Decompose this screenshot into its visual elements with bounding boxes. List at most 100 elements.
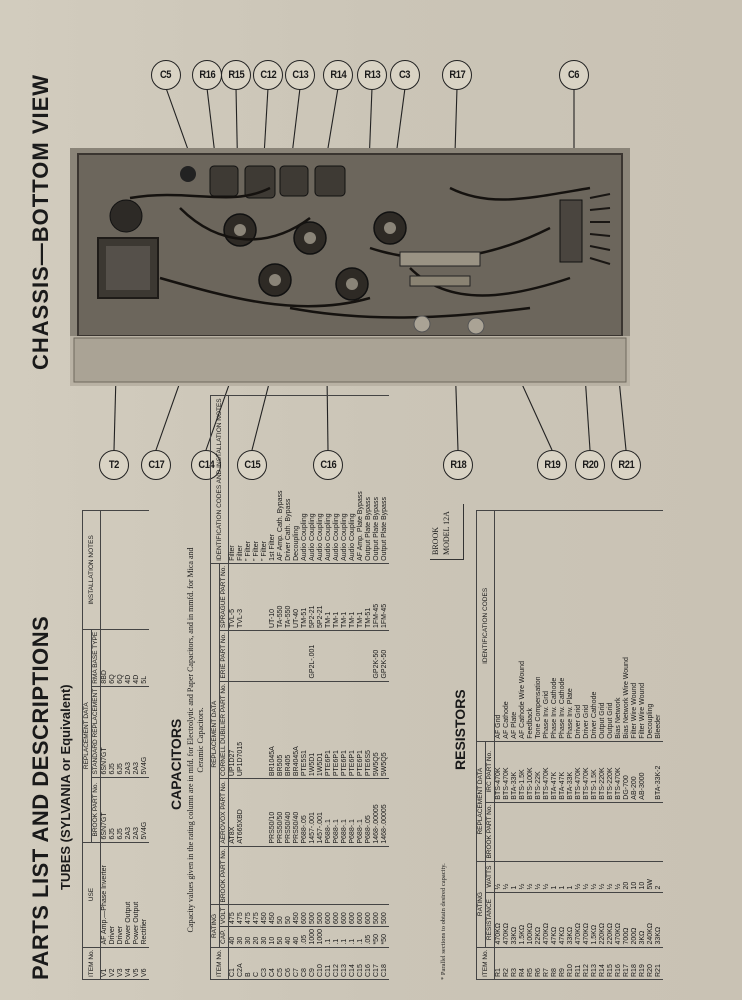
resistors-cell-res: 470KΩ: [575, 892, 583, 948]
res-header-codes: IDENTIFICATION CODES: [476, 510, 495, 742]
capacitors-cell-brook: [333, 846, 341, 905]
capacitors-cell-aerovox: P688-.1: [357, 778, 365, 847]
capacitors-cell-code: AF Amp. Cath. Bypass: [277, 395, 285, 564]
resistors-cell-code: Driver Grid: [575, 510, 583, 742]
tubes-table: ITEM No. USE REPLACEMENT DATA INSTALLATI…: [82, 510, 149, 980]
resistors-cell-item: R21: [655, 947, 663, 980]
capacitors-cell-cornell: PTE6P1: [349, 681, 357, 779]
resistors-cell-code: Phase Inv. Cathode: [551, 510, 559, 742]
resistors-cell-res: 47KΩ: [551, 892, 559, 948]
resistors-cell-item: R8: [551, 947, 559, 980]
resistors-cell-item: R15: [607, 947, 615, 980]
capacitors-title: CAPACITORS: [168, 718, 184, 810]
capacitors-cell-aerovox: [245, 778, 253, 847]
capacitors-cell-item: C16: [365, 947, 373, 980]
tubes-header-standard: STANDARD REPLACEMENT: [91, 686, 101, 778]
capacitors-cell-volt: 50: [285, 904, 293, 927]
resistors-cell-watts: 1: [511, 861, 519, 893]
capacitors-cell-cornell: [261, 681, 269, 779]
tubes-cell-use: Driver: [117, 842, 125, 948]
capacitors-cell-erie: [228, 630, 237, 682]
capacitors-cell-sprague: [261, 563, 269, 631]
capacitors-cell-cornell: 1W5D1: [317, 681, 325, 779]
tubes-cell-use: AF Amp.—Phase Inverter: [100, 842, 109, 948]
resistors-cell-brook: [575, 802, 583, 862]
resistors-cell-res: 100KΩ: [527, 892, 535, 948]
resistors-cell-irc: BTS-470K: [575, 741, 583, 803]
tubes-cell-notes: [100, 510, 109, 630]
tubes-cell-notes: [133, 510, 141, 630]
resistors-cell-item: R3: [511, 947, 519, 980]
capacitors-cell-sprague: 1FM-45: [373, 563, 381, 631]
chassis-title: CHASSIS—BOTTOM VIEW: [28, 73, 53, 370]
res-header-brook: BROOK PART No.: [485, 802, 495, 862]
capacitors-cell-volt: 500: [381, 904, 389, 927]
capacitors-cell-cornell: [253, 681, 261, 779]
resistors-cell-brook: [615, 802, 623, 862]
resistors-cell-res: 47KΩ: [559, 892, 567, 948]
resistors-cell-code: Output Grid: [607, 510, 615, 742]
capacitors-cell-volt: 600: [333, 904, 341, 927]
capacitors-cell-item: C2A: [237, 947, 245, 980]
caps-header-rating: RATING: [210, 904, 220, 948]
capacitors-cell-cornell: UP1D27: [228, 681, 237, 779]
resistors-cell-brook: [527, 802, 535, 862]
tubes-cell-item: V3: [117, 947, 125, 980]
resistors-cell-watts: ½: [615, 861, 623, 893]
resistors-cell-brook: [631, 802, 639, 862]
resistors-cell-watts: ½: [583, 861, 591, 893]
capacitors-cell-aerovox: [261, 778, 269, 847]
tubes-cell-item: V6: [141, 947, 149, 980]
tubes-cell-notes: [117, 510, 125, 630]
capacitors-footnote: * Parallel sections to obtain desired ca…: [440, 863, 447, 980]
resistors-cell-item: R19: [639, 947, 647, 980]
tubes-cell-standard: 6J5: [109, 686, 117, 778]
capacitors-cell-aerovox: PRS50/50: [277, 778, 285, 847]
capacitors-cell-cornell: UP1D7015: [237, 681, 245, 779]
capacitors-cell-cornell: PTE6P1: [357, 681, 365, 779]
capacitors-cell-erie: [325, 630, 333, 682]
res-header-replacement: REPLACEMENT DATA: [476, 741, 486, 862]
resistors-cell-watts: ½: [575, 861, 583, 893]
tubes-cell-brook: 2A3: [133, 777, 141, 843]
capacitors-cell-sprague: TA-550: [277, 563, 285, 631]
capacitors-cell-erie: GP2K-50: [381, 630, 389, 682]
resistors-cell-code: Tone Compensation: [535, 510, 543, 742]
capacitors-cell-volt: 475: [237, 904, 245, 927]
capacitors-cell-brook: [285, 846, 293, 905]
resistors-cell-watts: ½: [535, 861, 543, 893]
capacitors-cell-code: Audio Coupling: [349, 395, 357, 564]
capacitors-table: ITEM No. RATING REPLACEMENT DATA IDENTIF…: [210, 395, 389, 980]
resistors-cell-item: R18: [631, 947, 639, 980]
resistors-cell-irc: BTS-100K: [527, 741, 535, 803]
capacitors-cell-sprague: TM-51: [365, 563, 373, 631]
capacitors-cell-item: C3: [261, 947, 269, 980]
tubes-cell-brook: 2A3: [125, 777, 133, 843]
capacitors-cell-item: C12: [333, 947, 341, 980]
resistors-cell-watts: 2: [655, 861, 663, 893]
res-header-item: ITEM No.: [476, 947, 495, 980]
capacitors-cell-cornell: BR405: [285, 681, 293, 779]
chassis-photo: [70, 148, 630, 386]
resistors-cell-watts: 20: [623, 861, 631, 893]
capacitors-cell-erie: [285, 630, 293, 682]
capacitors-cell-volt: 500: [309, 904, 317, 927]
resistors-cell-irc: BTA-33K: [567, 741, 575, 803]
caps-header-item: ITEM No.: [210, 947, 229, 980]
tubes-cell-brook: 6J5: [117, 777, 125, 843]
capacitors-cell-sprague: UT-10: [269, 563, 277, 631]
resistors-cell-watts: ½: [527, 861, 535, 893]
capacitors-cell-cap: 1000: [309, 926, 317, 948]
capacitors-cell-cornell: 5W5Q5: [381, 681, 389, 779]
capacitors-cell-aerovox: AT665XBD: [237, 778, 245, 847]
